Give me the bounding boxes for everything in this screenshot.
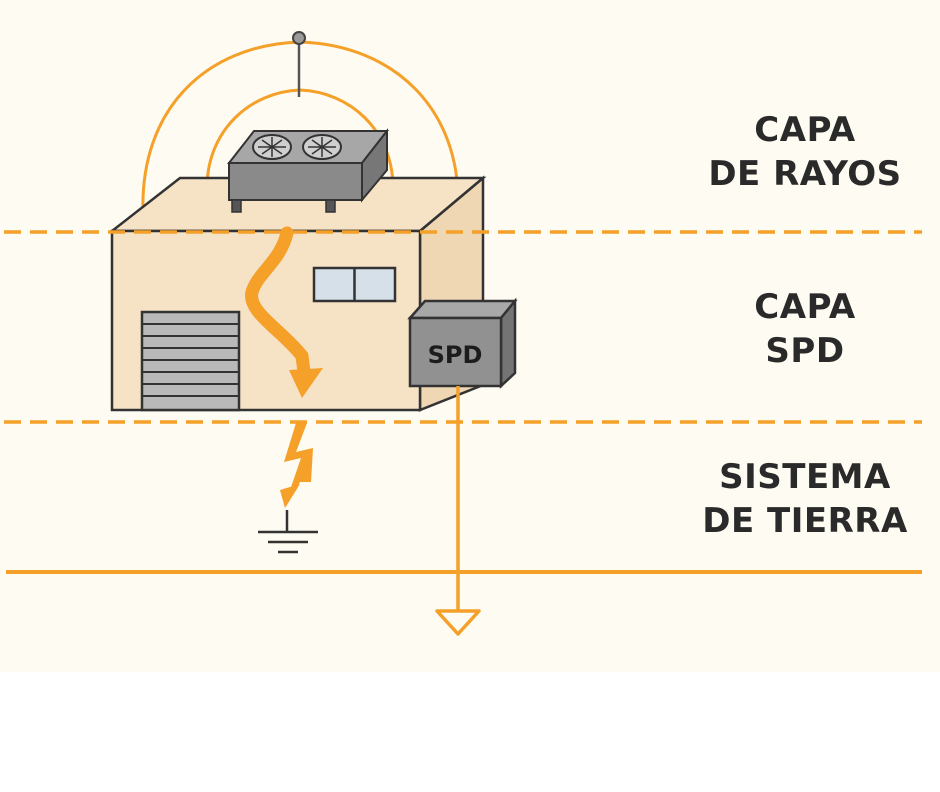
hvac-leg-left xyxy=(231,199,242,213)
ground-symbol-icon xyxy=(258,510,318,554)
spd-layer-label-line1: CAPA xyxy=(754,287,856,327)
hvac-side xyxy=(361,128,388,203)
hvac-leg-right xyxy=(325,199,336,213)
lightning-layer-label-line2: DE RAYOS xyxy=(708,154,902,194)
lightning-layer-label: CAPA DE RAYOS xyxy=(675,108,935,196)
ground-layer-label: SISTEMA DE TIERRA xyxy=(675,455,935,543)
spd-device-label: SPD xyxy=(428,341,483,369)
garage-door xyxy=(140,310,241,412)
fan-icon xyxy=(252,134,292,160)
spd-side xyxy=(499,297,517,389)
ground-layer-label-line1: SISTEMA xyxy=(719,457,891,497)
ground-terminal-icon xyxy=(435,609,481,636)
spd-top xyxy=(407,299,518,320)
surge-current-arrow xyxy=(245,226,311,379)
spd-layer-label: CAPA SPD xyxy=(675,285,935,373)
air-terminal-tip xyxy=(292,31,306,45)
hvac-front xyxy=(228,162,363,201)
spd-layer-label-line2: SPD xyxy=(765,331,845,371)
fan-icon xyxy=(302,134,342,160)
building-window xyxy=(312,266,397,303)
lightning-layer-label-line1: CAPA xyxy=(754,110,856,150)
lightning-bolt-tip xyxy=(280,484,300,508)
hvac-unit xyxy=(226,128,390,213)
ground-layer-label-line2: DE TIERRA xyxy=(702,501,908,541)
lightning-bolt-icon xyxy=(284,423,313,506)
spd-device: SPD xyxy=(407,297,518,389)
spd-front xyxy=(408,316,503,388)
surge-arrow-head xyxy=(289,368,323,398)
